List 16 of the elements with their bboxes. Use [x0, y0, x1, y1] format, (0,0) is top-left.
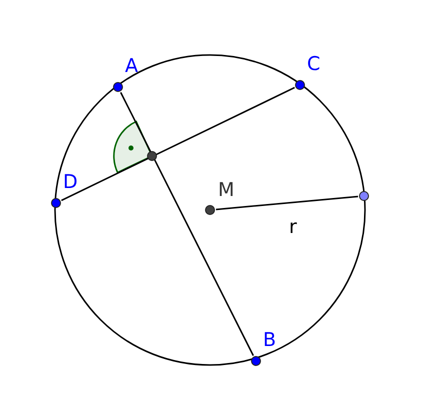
- point-label: A: [125, 56, 138, 76]
- line-segment: [120, 92, 254, 356]
- point-marker: [205, 205, 215, 215]
- point-marker: [51, 198, 61, 208]
- point-label: B: [263, 330, 276, 350]
- point-marker: [113, 82, 123, 92]
- point-label: M: [218, 180, 234, 200]
- edge-label: r: [289, 217, 297, 237]
- point-marker: [251, 356, 261, 366]
- point-marker: [359, 191, 369, 201]
- point-label: C: [307, 54, 320, 74]
- point-marker: [295, 80, 305, 90]
- line-segment: [61, 86, 295, 202]
- line-segment: [216, 196, 358, 210]
- point-marker: [147, 151, 157, 161]
- point-label: D: [63, 172, 78, 192]
